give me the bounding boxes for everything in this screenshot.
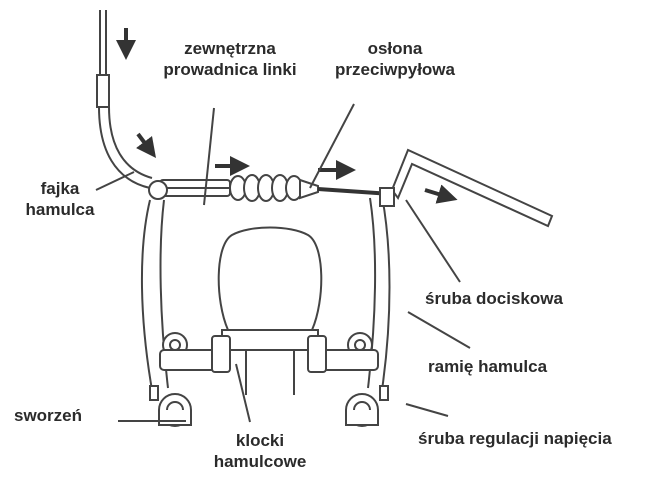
- tire-section: [217, 226, 323, 395]
- label-clamp-bolt: śruba dociskowa: [425, 289, 563, 308]
- leader-lines: [95, 103, 471, 423]
- label-tension-screw: śruba regulacji napięcia: [418, 429, 612, 448]
- label-brake-pads: klocki hamulcowe: [213, 431, 307, 471]
- left-brake-pad: [159, 332, 231, 373]
- brake-noodle: [98, 106, 153, 189]
- label-brake-noodle: fajka hamulca: [25, 179, 95, 219]
- cable-housing: [96, 10, 110, 108]
- motion-arrows: [116, 28, 458, 204]
- right-pivot: [345, 393, 379, 427]
- arrow-diagonal-icon: [136, 132, 156, 158]
- right-brake-pad: [307, 332, 379, 373]
- cable-end: [390, 148, 554, 228]
- label-outer-cable-guide: zewnętrzna prowadnica linki: [163, 39, 297, 79]
- dust-boot: [229, 174, 319, 202]
- label-dust-cover: osłona przeciwpyłowa: [335, 39, 455, 79]
- outer-cable-guide: [159, 179, 231, 197]
- label-pivot: sworzeń: [14, 406, 83, 425]
- noodle-ring: [148, 180, 168, 200]
- arrow-right-icon: [424, 184, 458, 204]
- label-brake-arm: ramię hamulca: [428, 357, 548, 376]
